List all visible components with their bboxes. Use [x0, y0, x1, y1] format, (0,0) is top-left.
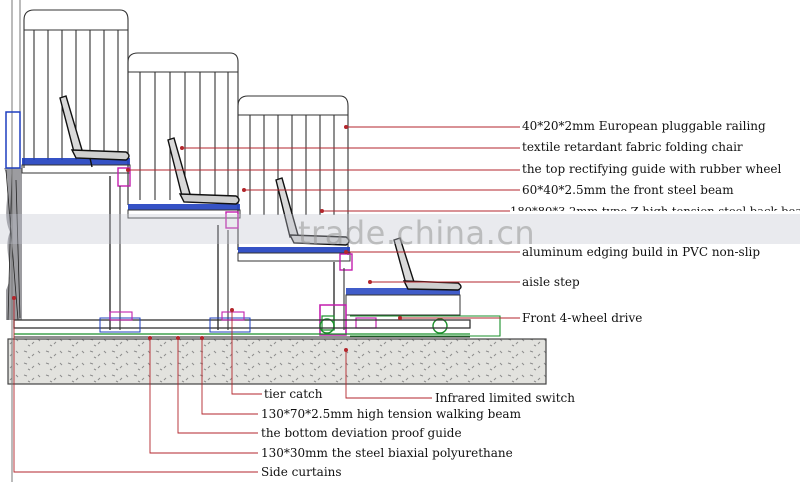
front-wheel [319, 318, 335, 334]
label-front-beam: 60*40*2.5mm the front steel beam [522, 183, 734, 197]
chair-tier-2 [167, 137, 240, 205]
railing-tier-3 [237, 95, 349, 255]
tier-2-platform [127, 204, 241, 330]
railing-tier-2 [127, 52, 239, 250]
aisle-step-structure [319, 288, 501, 337]
label-bottom-guide: the bottom deviation proof guide [261, 426, 462, 440]
chair-tier-3 [275, 177, 350, 246]
chair-aisle [393, 237, 462, 291]
label-top-guide: the top rectifying guide with rubber whe… [522, 162, 782, 176]
label-back-beam: 180*80*3.2mm type Z high tension steel b… [510, 204, 800, 218]
label-infrared-switch: Infrared limited switch [435, 391, 575, 405]
blur-band [0, 214, 800, 244]
tier-1-platform [21, 158, 131, 330]
concrete-floor [7, 338, 547, 385]
chair-tier-1 [59, 95, 130, 168]
label-chair: textile retardant fabric folding chair [522, 140, 743, 154]
label-side-curtains: Side curtains [261, 465, 342, 479]
label-wheel-drive: Front 4-wheel drive [522, 311, 643, 325]
label-edging: aluminum edging build in PVC non-slip [522, 245, 761, 259]
watermark: trade.china.cn [298, 214, 536, 252]
leader-lines [13, 126, 520, 473]
label-railing: 40*20*2mm European pluggable railing [522, 119, 766, 133]
railing-tier-1 [23, 9, 129, 205]
label-walking-beam: 130*70*2.5mm high tension walking beam [261, 407, 521, 421]
label-polyurethane: 130*30mm the steel biaxial polyurethane [261, 446, 513, 460]
leader-dots [12, 125, 402, 352]
side-curtain [4, 0, 22, 482]
label-tier-catch: tier catch [264, 387, 323, 401]
label-aisle-step: aisle step [522, 275, 580, 289]
tier-3-platform [237, 247, 353, 330]
